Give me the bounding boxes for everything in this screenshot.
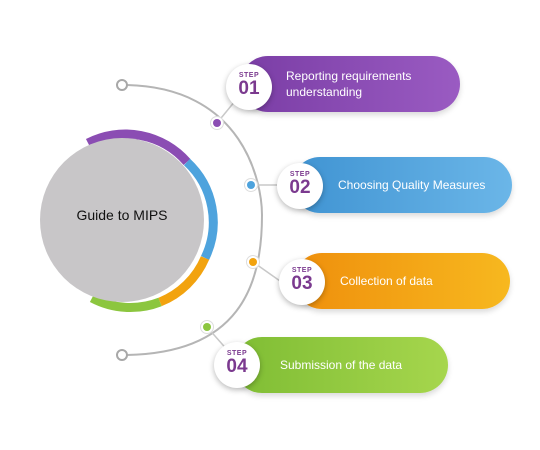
- step-01-text: Reporting requirements understanding: [286, 69, 412, 99]
- step-04-label: STEP: [226, 350, 248, 357]
- step-02-badge: STEP 02: [277, 163, 323, 209]
- marker-dot-step-01: [213, 119, 221, 127]
- step-01-number: 01: [238, 78, 260, 99]
- marker-dot-step-03: [249, 258, 257, 266]
- ring-segment-green: [89, 293, 162, 313]
- step-04-pill: Submission of the data: [234, 337, 448, 393]
- step-04-text: Submission of the data: [280, 358, 403, 372]
- step-01-badge: STEP 01: [226, 64, 272, 110]
- step-03-text: Collection of data: [340, 274, 433, 288]
- step-03-number: 03: [291, 273, 313, 294]
- ring-segment-orange: [158, 256, 210, 307]
- ring-segment-blue: [183, 158, 218, 260]
- step-03-badge: STEP 03: [279, 259, 325, 305]
- step-03-label: STEP: [291, 267, 313, 274]
- step-04-number: 04: [226, 356, 248, 377]
- guide-arc: [121, 84, 264, 356]
- step-02-pill: Choosing Quality Measures: [292, 157, 512, 213]
- step-01-pill: Reporting requirements understanding: [240, 56, 460, 112]
- arc-end-cap-bottom: [116, 349, 128, 361]
- marker-dot-step-02: [247, 181, 255, 189]
- step-03-pill: Collection of data: [294, 253, 510, 309]
- marker-dot-step-04: [203, 323, 211, 331]
- hub-circle: [40, 138, 204, 302]
- step-04-badge: STEP 04: [214, 342, 260, 388]
- step-02-number: 02: [289, 177, 311, 198]
- ring-segment-purple: [85, 129, 191, 166]
- arc-end-cap-top: [116, 79, 128, 91]
- step-01-label: STEP: [238, 72, 260, 79]
- diagram-title: Guide to MIPS: [76, 207, 168, 223]
- step-02-label: STEP: [289, 171, 311, 178]
- step-02-text: Choosing Quality Measures: [338, 178, 486, 192]
